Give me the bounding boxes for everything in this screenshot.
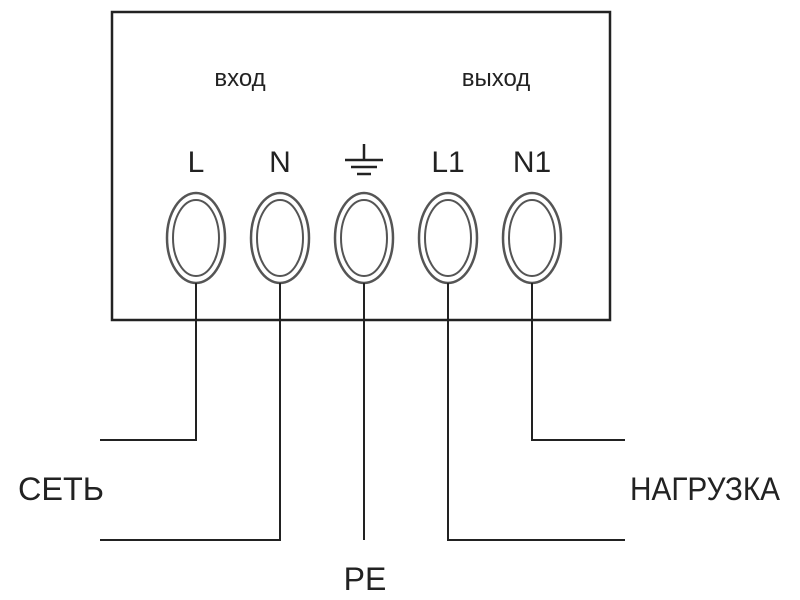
terminal-l (165, 191, 227, 285)
terminal-label-l: L (188, 146, 205, 179)
ground-icon (345, 144, 383, 176)
terminal-n1 (501, 191, 563, 285)
output-header: выход (462, 65, 531, 92)
terminal-label-l1: L1 (431, 146, 464, 179)
terminal-block (110, 10, 612, 322)
input-header: вход (214, 65, 265, 92)
pe-label: PE (344, 561, 387, 597)
terminal-label-n1: N1 (513, 146, 551, 179)
network-label: СЕТЬ (18, 471, 104, 507)
terminal-pe (333, 191, 395, 285)
terminal-label-n: N (269, 146, 291, 179)
terminal-n (249, 191, 311, 285)
terminal-l1 (417, 191, 479, 285)
wire-n (100, 283, 281, 541)
load-label: НАГРУЗКА (630, 471, 781, 507)
wire-l1 (447, 283, 625, 541)
wire-n1 (531, 283, 625, 441)
wire-l (100, 283, 197, 441)
